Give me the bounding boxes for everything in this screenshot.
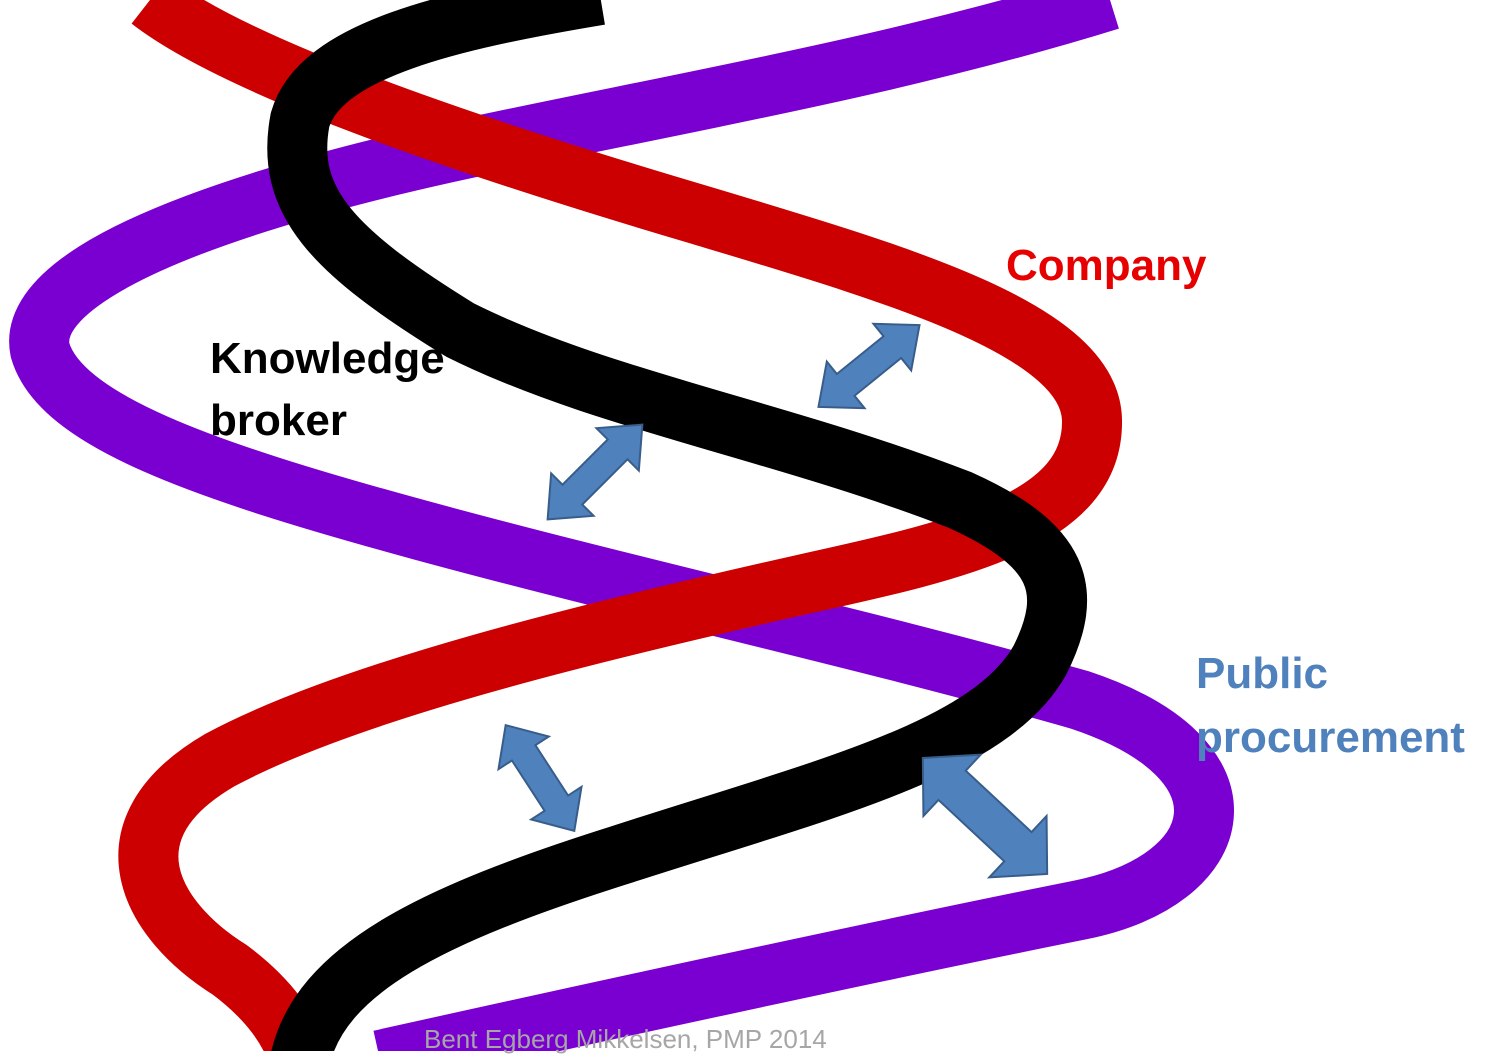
company-strand — [118, 0, 1123, 1051]
knowledge-broker-label-line-1: Knowledge — [210, 334, 445, 383]
company-label: Company — [1006, 241, 1207, 290]
arrow-broker-public-upper — [546, 423, 644, 521]
knowledge-broker-strand — [267, 0, 1088, 1051]
arrow-broker-public-lower — [921, 753, 1049, 879]
knowledge-broker-label: Knowledge broker — [210, 328, 445, 452]
footer-credit: Bent Egberg Mikkelsen, PMP 2014 — [424, 1024, 827, 1054]
public-procurement-label-line-2: procurement — [1196, 713, 1465, 762]
arrow-company-broker-upper — [817, 322, 921, 410]
public-procurement-strand — [9, 0, 1234, 1051]
public-procurement-label: Public procurement — [1196, 642, 1465, 770]
knowledge-broker-label-line-2: broker — [210, 396, 347, 445]
arrow-company-broker-lower — [497, 723, 583, 833]
public-procurement-label-line-1: Public — [1196, 649, 1329, 698]
